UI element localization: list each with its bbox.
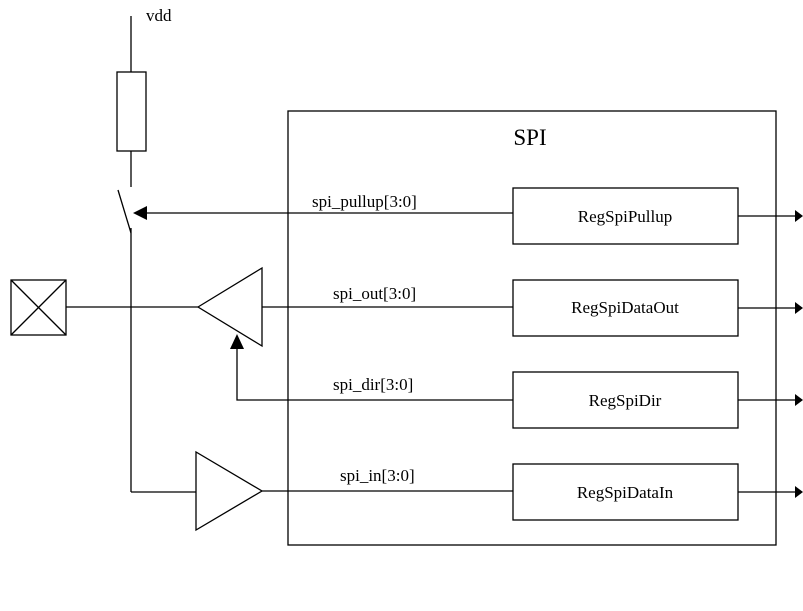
pullup-resistor [116, 71, 147, 152]
dir-signal-wire [236, 348, 513, 401]
output-buffer [196, 266, 263, 348]
spi-title: SPI [513, 125, 546, 150]
reg-pullup-label: RegSpiPullup [578, 207, 672, 226]
input-buffer [195, 450, 264, 532]
in-signal-label: spi_in[3:0] [340, 466, 415, 485]
reg-pullup-bus-arrow-icon [795, 210, 803, 222]
pullup-signal-label: spi_pullup[3:0] [312, 192, 417, 211]
reg-dataout-label: RegSpiDataOut [571, 298, 679, 317]
reg-dir-label: RegSpiDir [589, 391, 662, 410]
reg-dataout-box [512, 279, 739, 337]
reg-datain-bus-arrow-icon [795, 486, 803, 498]
pullup-switch [117, 189, 132, 234]
pullup-arrow-icon [133, 206, 147, 220]
vdd-label: vdd [146, 6, 172, 25]
reg-datain-box [512, 463, 739, 521]
io-pad-icon [10, 279, 67, 336]
dir-arrow-icon [230, 334, 244, 349]
reg-dataout-bus-arrow-icon [795, 302, 803, 314]
out-signal-label: spi_out[3:0] [333, 284, 416, 303]
reg-dir-box [512, 371, 739, 429]
dir-signal-label: spi_dir[3:0] [333, 375, 413, 394]
reg-datain-label: RegSpiDataIn [577, 483, 674, 502]
reg-dir-bus-arrow-icon [795, 394, 803, 406]
